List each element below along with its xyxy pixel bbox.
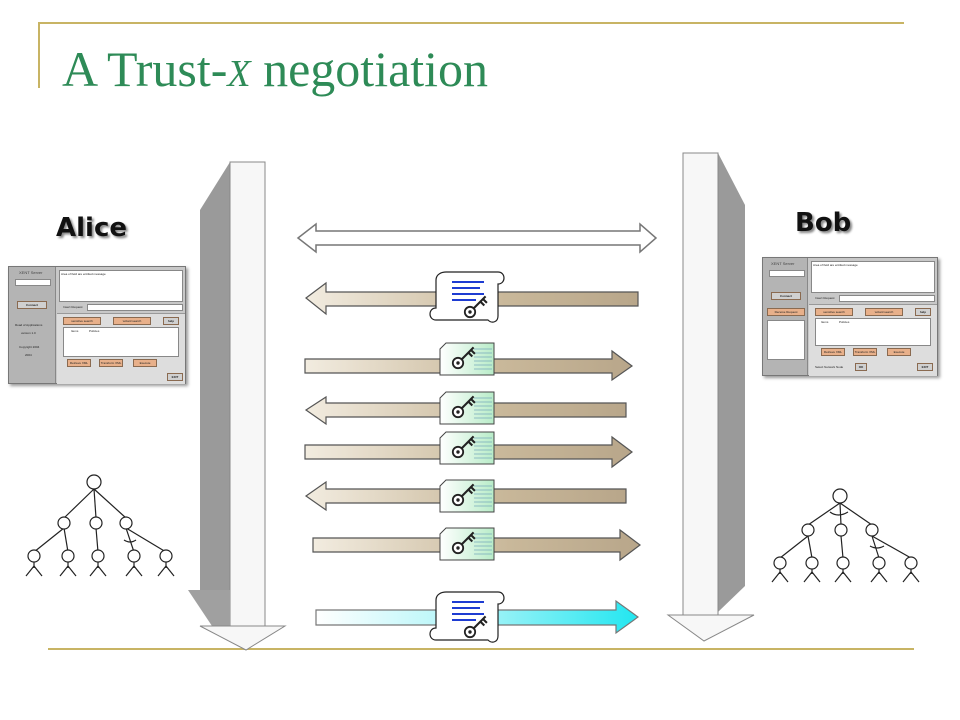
frame-left-line xyxy=(38,22,40,88)
server-ok-button[interactable]: OK xyxy=(855,363,867,371)
server-policies-header: Policies xyxy=(839,320,850,324)
server-wizard-search-button[interactable]: wizard search xyxy=(865,308,903,316)
server-execute-button[interactable]: Execute xyxy=(887,348,911,356)
server-retrieve-xml-button[interactable]: Retrieve XML xyxy=(821,348,845,356)
policy-scroll-icon xyxy=(429,271,505,323)
client-items-header: Items xyxy=(71,329,79,333)
client-request-field[interactable] xyxy=(87,304,183,311)
title-prefix: A Trust- xyxy=(62,41,228,97)
client-execute-button[interactable]: Execute xyxy=(133,359,157,367)
server-receive-request-button[interactable]: Receive Request xyxy=(767,308,805,316)
alice-client-window: XENT Server Connect Road of Applications… xyxy=(8,266,186,384)
client-policies-header: Policies xyxy=(89,329,100,333)
frame-top-line xyxy=(38,22,904,24)
client-message-area[interactable]: Area of field are entitled message xyxy=(59,270,183,302)
client-transform-xml-button[interactable]: Transform XML xyxy=(99,359,123,367)
server-message-area[interactable]: Area of field are entitled message xyxy=(811,261,935,293)
server-connect-button[interactable]: Connect xyxy=(771,292,801,300)
server-sensitive-search-button[interactable]: sensitive search xyxy=(815,308,853,316)
client-connect-button[interactable]: Connect xyxy=(17,301,47,309)
server-item-list[interactable] xyxy=(815,318,931,346)
client-sensitive-search-button[interactable]: sensitive search xyxy=(63,317,101,325)
bob-policy-tree xyxy=(771,488,920,583)
slide-title: A Trust-X negotiation xyxy=(62,40,488,98)
client-server-field[interactable] xyxy=(15,279,51,286)
client-retrieve-xml-button[interactable]: Retrieve XML xyxy=(67,359,91,367)
server-exit-button[interactable]: EXIT xyxy=(917,363,933,371)
client-wizard-search-button[interactable]: wizard search xyxy=(113,317,151,325)
credential-icon-2 xyxy=(439,391,495,425)
server-server-field[interactable] xyxy=(769,270,805,277)
credential-icon-1 xyxy=(439,342,495,376)
credential-icon-3 xyxy=(439,431,495,465)
alice-policy-tree xyxy=(25,474,175,577)
title-suffix: negotiation xyxy=(250,41,489,97)
credential-icon-5 xyxy=(439,527,495,561)
bob-server-window: XENT Server Connect Receive Request Area… xyxy=(762,257,938,376)
server-request-field[interactable] xyxy=(839,295,935,302)
client-about-line-3: Copyright 2004 xyxy=(19,345,40,349)
client-exit-button[interactable]: EXIT xyxy=(167,373,183,381)
connection-double-arrow xyxy=(296,222,658,254)
server-transform-xml-button[interactable]: Transform XML xyxy=(853,348,877,356)
server-request-label: Insert Request xyxy=(815,296,835,300)
title-x-symbol: X xyxy=(227,53,251,95)
server-status-label: Select Network Node xyxy=(815,365,844,369)
bob-label: Bob xyxy=(795,208,852,238)
client-request-label: Insert Request xyxy=(63,305,83,309)
alice-label: Alice xyxy=(56,213,127,243)
server-request-list[interactable] xyxy=(767,320,805,360)
client-about-line-1: Road of Applications xyxy=(15,323,43,327)
client-about-line-2: version 1.0 xyxy=(21,331,36,335)
policy-scroll-icon-final xyxy=(429,591,505,643)
client-help-button[interactable]: help xyxy=(163,317,179,325)
client-server-label: XENT Server xyxy=(19,270,43,275)
server-help-button[interactable]: help xyxy=(915,308,931,316)
client-about-line-4: 2004 xyxy=(25,353,32,357)
bob-timeline-arrow xyxy=(666,152,755,642)
credential-icon-4 xyxy=(439,479,495,513)
server-server-label: XENT Server xyxy=(771,261,795,266)
client-item-list[interactable] xyxy=(63,327,179,357)
client-side-panel: XENT Server Connect Road of Applications… xyxy=(9,267,56,383)
alice-timeline-arrow xyxy=(188,161,287,651)
server-side-panel: XENT Server Connect Receive Request xyxy=(763,258,808,375)
frame-bottom-line xyxy=(48,648,914,650)
server-items-header: Items xyxy=(821,320,829,324)
